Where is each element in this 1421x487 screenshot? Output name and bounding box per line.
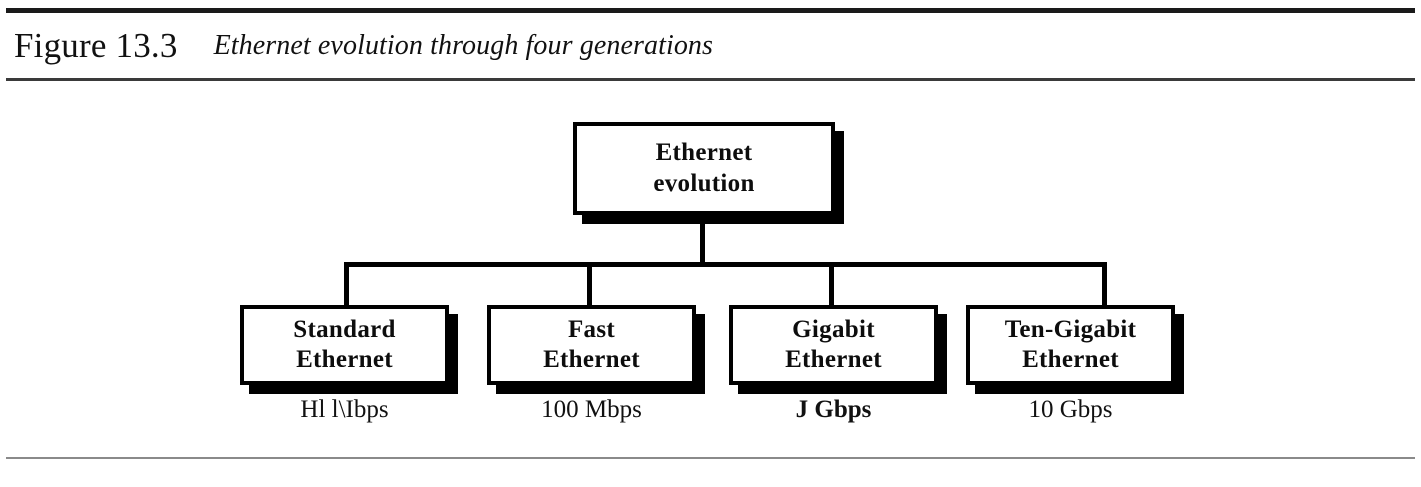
connector-drop-3 [829, 262, 834, 308]
node-standard-ethernet: Standard Ethernet [240, 305, 449, 385]
node-label-line1: Gigabit [792, 315, 875, 343]
node-label-line1: Fast [567, 315, 616, 343]
node-label-line2: Ethernet [296, 346, 393, 373]
connector-drop-2 [587, 262, 592, 308]
frame-rule-bottom [6, 457, 1415, 459]
frame-rule-top [6, 8, 1415, 13]
node-label-line2: Ethernet [1022, 346, 1119, 373]
node-label-line2: evolution [653, 169, 755, 197]
speed-ten-gigabit-ethernet: 10 Gbps [1028, 396, 1113, 423]
node-label-line1: Ten-Gigabit [1004, 315, 1137, 343]
figure-number: Figure 13.3 [14, 26, 178, 65]
connector-drop-4 [1102, 262, 1107, 308]
figure-caption: Figure 13.3 Ethernet evolution through f… [14, 20, 713, 72]
connector-horizontal-bus [344, 262, 1107, 267]
node-label-line2: Ethernet [543, 346, 640, 373]
node-ethernet-evolution: Ethernet evolution [573, 122, 835, 215]
node-label-line1: Standard [293, 315, 396, 343]
connector-root-stem [700, 215, 705, 264]
frame-rule-caption [6, 78, 1415, 81]
node-label-line1: Ethernet [655, 139, 753, 166]
node-ten-gigabit-ethernet: Ten-Gigabit Ethernet [966, 305, 1175, 385]
node-fast-ethernet: Fast Ethernet [487, 305, 696, 385]
node-gigabit-ethernet: Gigabit Ethernet [729, 305, 938, 385]
connector-drop-1 [344, 262, 349, 308]
speed-gigabit-ethernet: J Gbps [795, 396, 872, 423]
speed-standard-ethernet: Hl l\Ibps [300, 396, 389, 423]
figure-title: Ethernet evolution through four generati… [213, 30, 714, 61]
speed-fast-ethernet: 100 Mbps [541, 396, 642, 423]
node-label-line2: Ethernet [785, 346, 882, 373]
